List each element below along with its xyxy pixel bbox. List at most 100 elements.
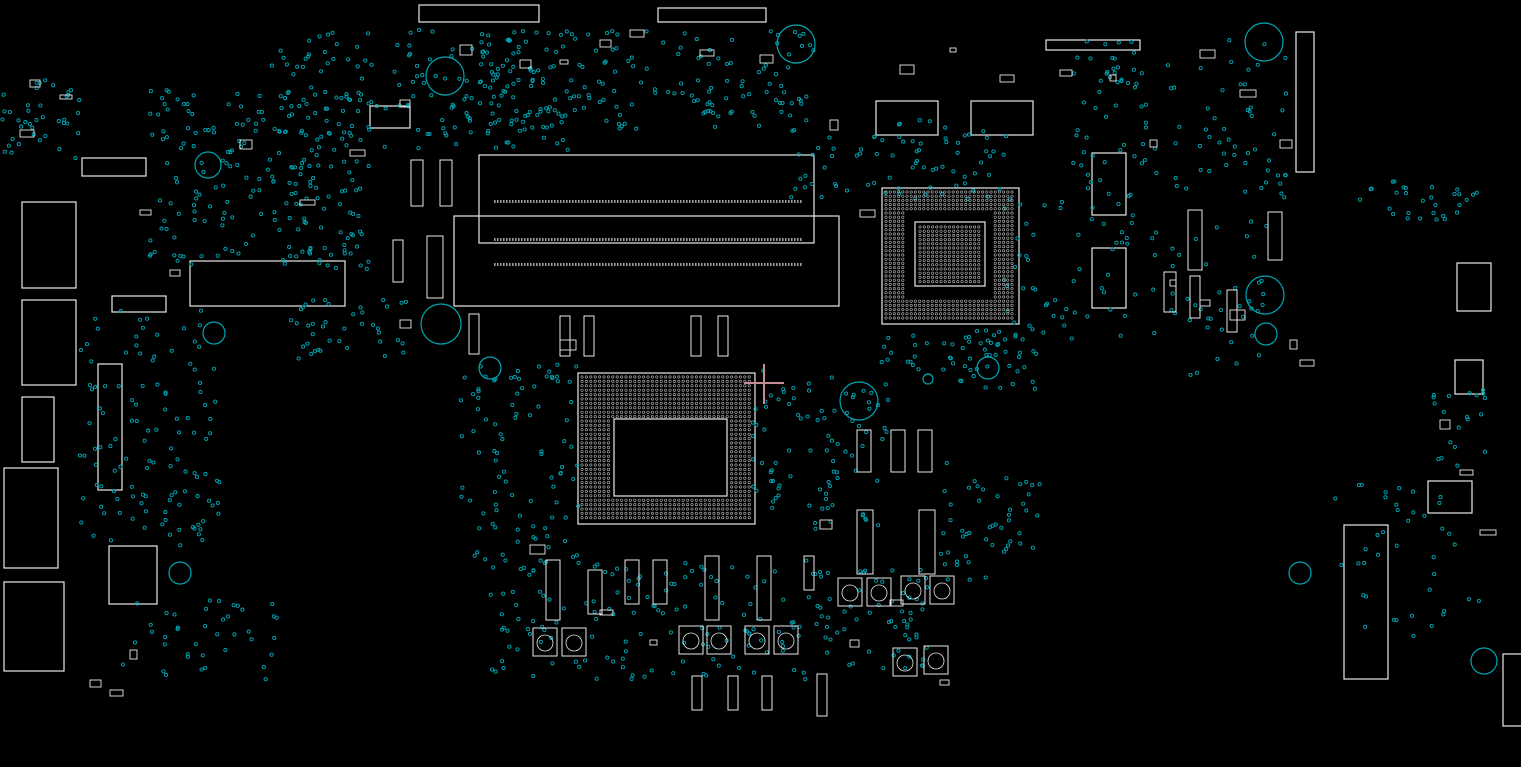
dram-chip-3[interactable] [1091,152,1127,216]
component-footprint[interactable] [1267,211,1283,261]
mounting-hole[interactable] [922,373,934,385]
ic-right-3[interactable] [1427,480,1473,514]
power-choke-footprint[interactable] [923,645,949,675]
component-footprint[interactable] [761,675,773,711]
power-choke-footprint[interactable] [892,647,918,677]
smd-footprint[interactable] [59,94,73,100]
smd-footprint[interactable] [939,679,950,686]
mounting-hole[interactable] [168,561,192,585]
smd-footprint[interactable] [459,44,473,56]
component-footprint[interactable] [1226,289,1238,333]
component-footprint[interactable] [704,555,720,621]
smd-footprint[interactable] [29,79,41,88]
smd-footprint[interactable] [599,609,614,616]
component-footprint[interactable] [1187,209,1203,271]
component-footprint[interactable] [559,315,571,357]
smd-footprint[interactable] [849,639,860,648]
mounting-hole[interactable] [1244,22,1284,62]
smd-footprint[interactable] [19,129,35,138]
smd-footprint[interactable] [109,689,124,697]
component-footprint[interactable] [856,429,872,473]
smd-footprint[interactable] [169,269,181,277]
memory-slot-bottom[interactable] [453,215,840,307]
pch-bga-footprint[interactable] [881,187,1020,325]
smd-footprint[interactable] [239,139,253,150]
component-footprint[interactable] [727,675,739,711]
smd-footprint[interactable] [1169,279,1177,287]
connector-right-vertical[interactable] [1295,31,1315,173]
power-choke-footprint[interactable] [773,625,799,655]
component-footprint[interactable] [816,673,828,717]
smd-footprint[interactable] [599,39,612,48]
smd-footprint[interactable] [1299,359,1315,367]
connector-left-2[interactable] [21,299,77,386]
component-footprint[interactable] [545,559,561,621]
component-footprint[interactable] [583,315,595,357]
component-footprint[interactable] [468,313,480,355]
smd-footprint[interactable] [349,149,366,157]
ic-square-left[interactable] [108,545,158,605]
dram-chip-4[interactable] [1091,247,1127,309]
connector-left-5[interactable] [3,581,65,672]
component-footprint[interactable] [1163,271,1177,313]
connector-left-1[interactable] [21,201,77,289]
smd-footprint[interactable] [829,119,839,131]
component-footprint[interactable] [410,159,424,207]
fpc-connector[interactable] [189,260,346,307]
connector-left-4[interactable] [3,467,59,569]
dram-chip-1[interactable] [875,100,939,136]
power-choke-footprint[interactable] [929,575,955,605]
mounting-hole[interactable] [1470,647,1498,675]
component-footprint[interactable] [690,315,702,357]
mounting-hole[interactable] [1288,561,1312,585]
smd-footprint[interactable] [89,679,102,688]
smd-footprint[interactable] [629,29,645,38]
component-footprint[interactable] [652,559,668,605]
header-strip-1[interactable] [1045,39,1141,51]
component-footprint[interactable] [756,555,772,621]
power-choke-footprint[interactable] [561,627,587,657]
small-ic-3[interactable] [369,105,411,129]
ic-right-2[interactable] [1454,359,1484,395]
cpu-die-cutout[interactable] [613,418,728,497]
power-choke-footprint[interactable] [678,625,704,655]
smd-footprint[interactable] [999,74,1015,83]
mounting-hole[interactable] [202,321,226,345]
mounting-hole[interactable] [478,356,502,380]
power-choke-footprint[interactable] [744,625,770,655]
component-footprint[interactable] [587,569,603,615]
ic-right-1[interactable] [1456,262,1492,312]
component-footprint[interactable] [426,235,444,299]
mounting-hole[interactable] [839,381,879,421]
smd-footprint[interactable] [1279,139,1293,149]
component-footprint[interactable] [890,429,906,473]
component-footprint[interactable] [803,555,815,591]
smd-footprint[interactable] [399,99,411,108]
connector-left-3[interactable] [21,396,55,463]
small-ic-1[interactable] [81,157,147,177]
mounting-hole[interactable] [1245,275,1285,315]
connector-top-2[interactable] [657,7,767,23]
mounting-hole[interactable] [194,151,222,179]
smd-footprint[interactable] [529,544,546,555]
smd-footprint[interactable] [649,639,658,646]
edge-connector-right[interactable] [1502,653,1521,727]
cpu-bga-footprint[interactable] [577,372,756,525]
smd-footprint[interactable] [1439,419,1451,430]
smd-footprint[interactable] [699,49,715,57]
smd-footprint[interactable] [819,519,833,530]
power-choke-footprint[interactable] [532,627,558,657]
smd-footprint[interactable] [1239,89,1257,98]
component-footprint[interactable] [624,559,640,605]
pch-center-grid[interactable] [914,221,986,287]
component-footprint[interactable] [439,159,453,207]
smd-footprint[interactable] [1479,529,1497,536]
mounting-hole[interactable] [976,356,1000,380]
component-footprint[interactable] [856,509,874,575]
smd-footprint[interactable] [1289,339,1298,350]
memory-slot-top[interactable] [478,154,815,244]
component-outline-layer[interactable] [3,4,1521,727]
mounting-hole[interactable] [420,303,462,345]
connector-top-1[interactable] [418,4,540,23]
